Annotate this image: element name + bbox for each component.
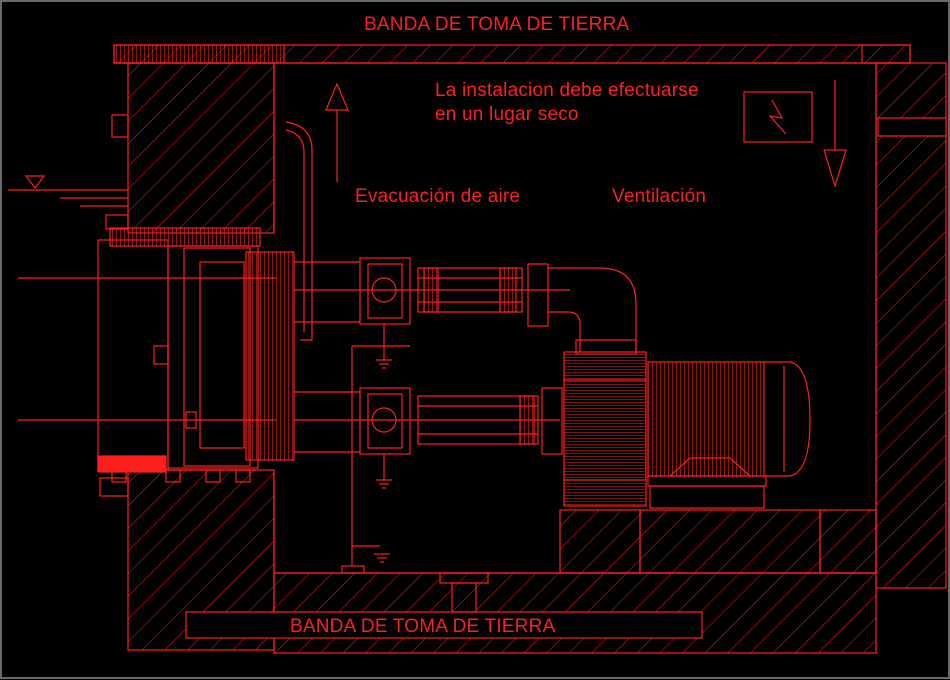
wall-opening xyxy=(877,117,947,137)
pump-motor xyxy=(647,361,811,509)
motor-plinth xyxy=(639,509,821,574)
arrow-up-icon xyxy=(325,82,349,111)
concrete-structure xyxy=(113,44,947,654)
ventilation-label: Ventilación xyxy=(612,186,707,207)
air-evacuation-label: Evacuación de aire xyxy=(355,186,521,207)
air-arrows xyxy=(325,80,847,189)
lower-pipe xyxy=(294,387,563,455)
installation-note-line2: en un lugar seco xyxy=(435,104,579,125)
pump-body xyxy=(563,339,647,507)
air-evacuation-pipe xyxy=(285,121,313,341)
room-outline xyxy=(114,62,910,574)
pool-wall xyxy=(127,62,275,234)
ground-symbols xyxy=(351,324,410,566)
earth-strip-top-label: BANDA DE TOMA DE TIERRA xyxy=(364,14,630,35)
water-level-symbol xyxy=(8,175,128,207)
right-wall xyxy=(875,62,947,589)
arrow-down-icon xyxy=(823,149,847,189)
installation-note-line1: La instalacion debe efectuarse xyxy=(435,80,699,101)
filter-housing xyxy=(18,227,295,483)
earth-strip-bottom-box xyxy=(185,611,703,639)
upper-pipe xyxy=(294,257,637,352)
electrical-panel xyxy=(743,91,813,143)
earth-strip-bottom-label: BANDA DE TOMA DE TIERRA xyxy=(290,616,556,637)
